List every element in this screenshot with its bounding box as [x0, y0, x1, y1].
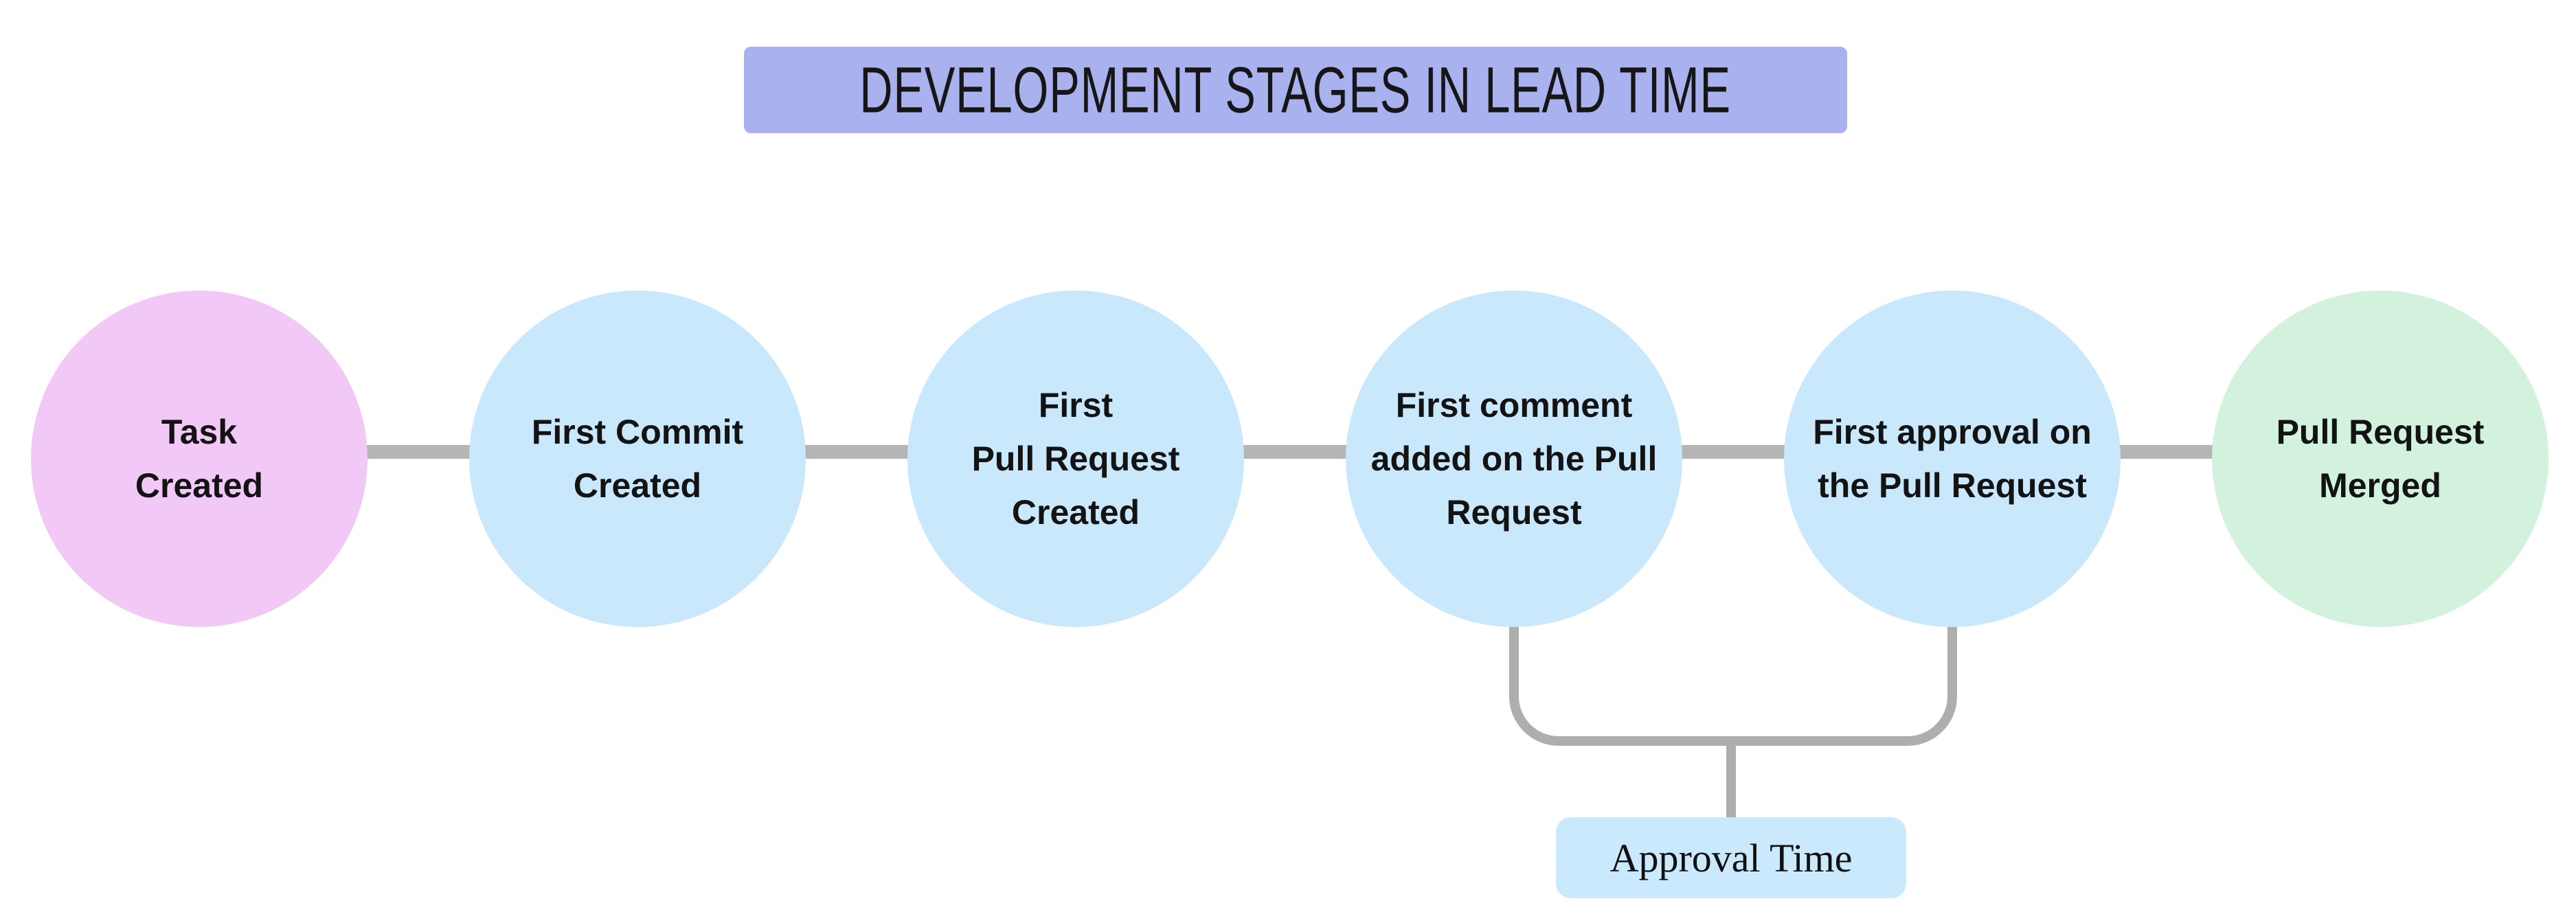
stage-label-first-commit-created: First Commit Created: [531, 413, 744, 505]
stage-label-first-approval: First approval on the Pull Request: [1813, 413, 2092, 505]
approval-time-bracket: [1509, 623, 1957, 746]
stage-circle-first-approval: First approval on the Pull Request: [1784, 290, 2121, 627]
approval-time-label: Approval Time: [1609, 835, 1853, 880]
diagram-title-box: DEVELOPMENT STAGES IN LEAD TIME: [744, 47, 1847, 133]
approval-time-label-box: Approval Time: [1556, 817, 1906, 898]
diagram-title: DEVELOPMENT STAGES IN LEAD TIME: [859, 53, 1732, 126]
approval-time-bracket-stem: [1726, 736, 1736, 819]
stage-circle-first-pull-request-created: First Pull Request Created: [907, 290, 1244, 627]
stage-circle-first-commit-created: First Commit Created: [469, 290, 806, 627]
stage-label-task-created: Task Created: [135, 413, 264, 505]
stage-label-first-pull-request-created: First Pull Request Created: [971, 386, 1180, 532]
stage-label-pull-request-merged: Pull Request Merged: [2276, 413, 2485, 505]
stage-label-first-comment-added: First comment added on the Pull Request: [1370, 386, 1658, 532]
stage-circle-task-created: Task Created: [31, 290, 368, 627]
stage-circle-pull-request-merged: Pull Request Merged: [2212, 290, 2549, 627]
stage-circle-first-comment-added: First comment added on the Pull Request: [1346, 290, 1682, 627]
